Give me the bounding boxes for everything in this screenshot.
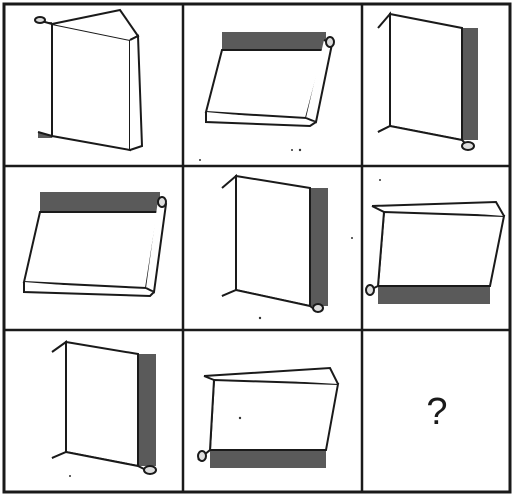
missing-cell-question-mark: ? [367,336,507,488]
book-icon [366,202,504,304]
book-icon [24,192,166,296]
book-icon [52,342,156,474]
book-icon [206,32,334,126]
book-icon [198,368,338,468]
book-icon [222,176,328,312]
book-icon [378,14,478,150]
book-icon [35,10,142,150]
